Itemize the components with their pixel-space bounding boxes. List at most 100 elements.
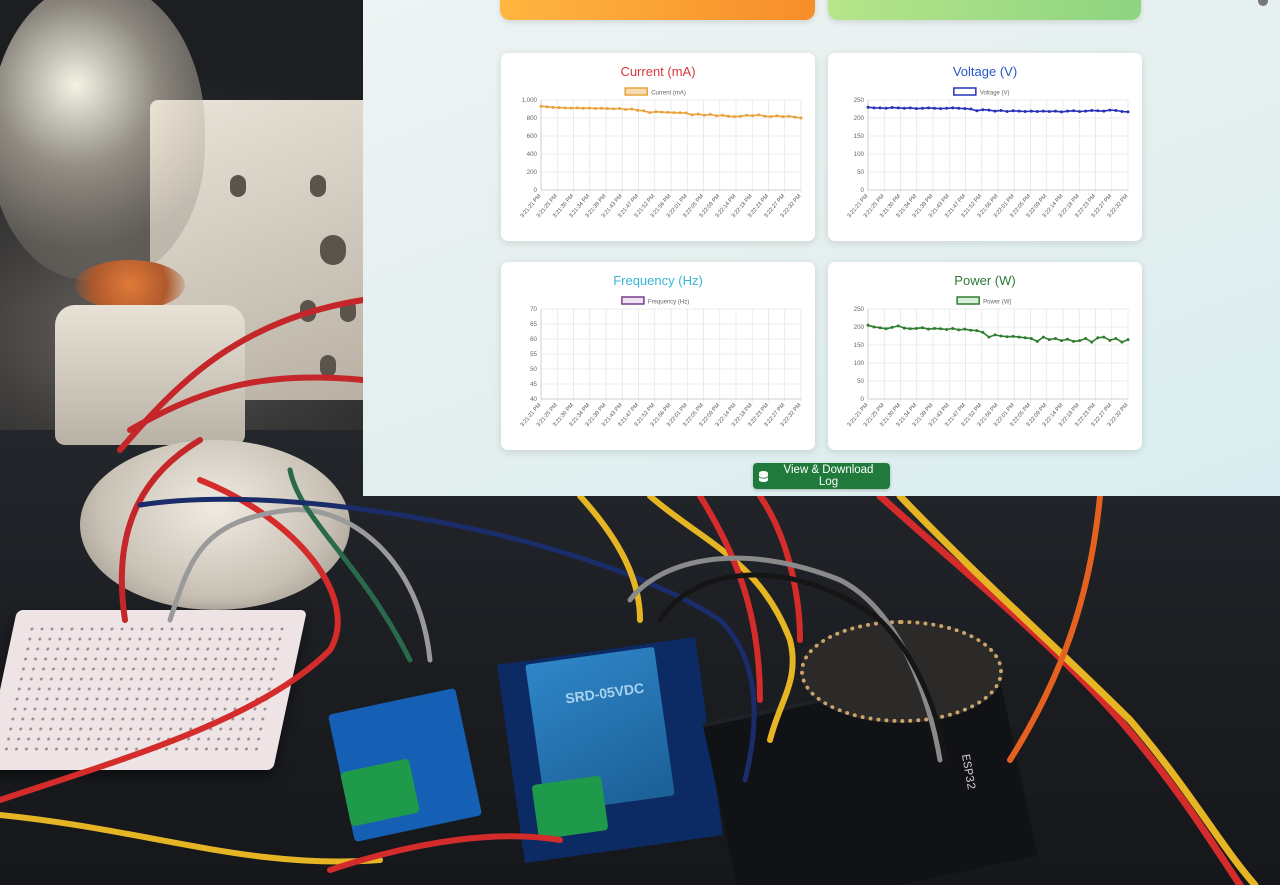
data-point bbox=[1029, 337, 1033, 341]
data-point bbox=[878, 106, 882, 110]
data-point bbox=[1047, 338, 1051, 342]
data-point bbox=[569, 106, 573, 110]
y-tick-label: 800 bbox=[527, 115, 538, 122]
y-tick-label: 200 bbox=[854, 324, 865, 331]
y-tick-label: 200 bbox=[854, 115, 865, 122]
data-point bbox=[1011, 334, 1015, 338]
y-tick-label: 250 bbox=[854, 97, 865, 104]
legend-swatch bbox=[953, 87, 977, 96]
data-point bbox=[1041, 109, 1045, 113]
y-tick-label: 0 bbox=[861, 187, 865, 194]
data-point bbox=[939, 327, 943, 331]
data-point bbox=[1053, 337, 1057, 341]
data-point bbox=[1084, 337, 1088, 341]
data-point bbox=[1078, 339, 1082, 343]
light-bulb bbox=[0, 0, 205, 280]
data-point bbox=[1090, 108, 1094, 112]
chart-title: Voltage (V) bbox=[952, 64, 1018, 79]
data-point bbox=[563, 106, 567, 110]
y-tick-label: 45 bbox=[530, 381, 537, 388]
data-point bbox=[963, 107, 967, 111]
view-download-log-button[interactable]: View & Download Log bbox=[753, 463, 890, 489]
data-point bbox=[975, 329, 979, 333]
data-point bbox=[581, 106, 585, 110]
chart-title: Power (W) bbox=[954, 273, 1016, 288]
data-point bbox=[1102, 109, 1106, 113]
data-point bbox=[1102, 335, 1106, 339]
data-point bbox=[999, 334, 1003, 338]
data-point bbox=[1072, 109, 1076, 113]
data-point bbox=[690, 113, 694, 117]
data-point bbox=[1096, 109, 1100, 113]
y-tick-label: 600 bbox=[527, 133, 538, 140]
y-tick-label: 400 bbox=[527, 151, 538, 158]
data-point bbox=[745, 113, 749, 117]
data-point bbox=[981, 108, 985, 112]
data-point bbox=[987, 108, 991, 112]
data-point bbox=[884, 106, 888, 110]
data-point bbox=[926, 106, 930, 110]
data-point bbox=[1035, 339, 1039, 343]
data-point bbox=[1023, 110, 1027, 114]
data-point bbox=[1072, 339, 1076, 343]
data-point bbox=[769, 115, 773, 119]
chart-title: Current (mA) bbox=[620, 64, 696, 79]
data-point bbox=[866, 105, 870, 109]
data-point bbox=[1005, 335, 1009, 339]
data-point bbox=[914, 107, 918, 111]
y-tick-label: 250 bbox=[854, 306, 865, 313]
data-point bbox=[945, 106, 949, 110]
y-tick-label: 1,000 bbox=[522, 97, 538, 104]
data-point bbox=[751, 114, 755, 118]
data-point bbox=[1114, 108, 1118, 112]
data-point bbox=[933, 106, 937, 110]
data-point bbox=[1035, 110, 1039, 114]
y-tick-label: 60 bbox=[530, 336, 537, 343]
data-point bbox=[878, 326, 882, 330]
data-point bbox=[1059, 110, 1063, 114]
data-point bbox=[642, 109, 646, 113]
data-point bbox=[726, 114, 730, 118]
data-point bbox=[1066, 109, 1070, 113]
data-point bbox=[648, 111, 652, 115]
data-point bbox=[1090, 340, 1094, 344]
data-point bbox=[908, 327, 912, 331]
y-tick-label: 100 bbox=[854, 151, 865, 158]
data-point bbox=[708, 112, 712, 116]
data-point bbox=[1114, 337, 1118, 341]
data-point bbox=[1005, 110, 1009, 114]
y-tick-label: 50 bbox=[857, 169, 864, 176]
data-point bbox=[678, 111, 682, 115]
data-point bbox=[1078, 110, 1082, 114]
data-point bbox=[551, 105, 555, 109]
corner-indicator bbox=[1258, 0, 1268, 6]
log-button-label: View & Download Log bbox=[783, 464, 874, 488]
data-point bbox=[1053, 109, 1057, 113]
data-point bbox=[793, 115, 797, 119]
y-tick-label: 200 bbox=[527, 169, 538, 176]
microcontroller-chip bbox=[800, 620, 1003, 723]
data-point bbox=[672, 111, 676, 115]
data-point bbox=[739, 114, 743, 118]
data-point bbox=[896, 106, 900, 110]
data-point bbox=[1108, 338, 1112, 342]
data-point bbox=[920, 326, 924, 330]
data-point bbox=[1096, 336, 1100, 340]
legend-swatch bbox=[621, 296, 645, 305]
data-point bbox=[866, 323, 870, 327]
data-point bbox=[666, 110, 670, 114]
data-point bbox=[1017, 109, 1021, 113]
y-tick-label: 0 bbox=[534, 187, 538, 194]
data-point bbox=[890, 325, 894, 329]
data-point bbox=[981, 330, 985, 334]
data-point bbox=[951, 326, 955, 330]
data-point bbox=[1023, 336, 1027, 340]
data-point bbox=[872, 106, 876, 110]
data-point bbox=[1029, 109, 1033, 113]
data-point bbox=[630, 107, 634, 111]
